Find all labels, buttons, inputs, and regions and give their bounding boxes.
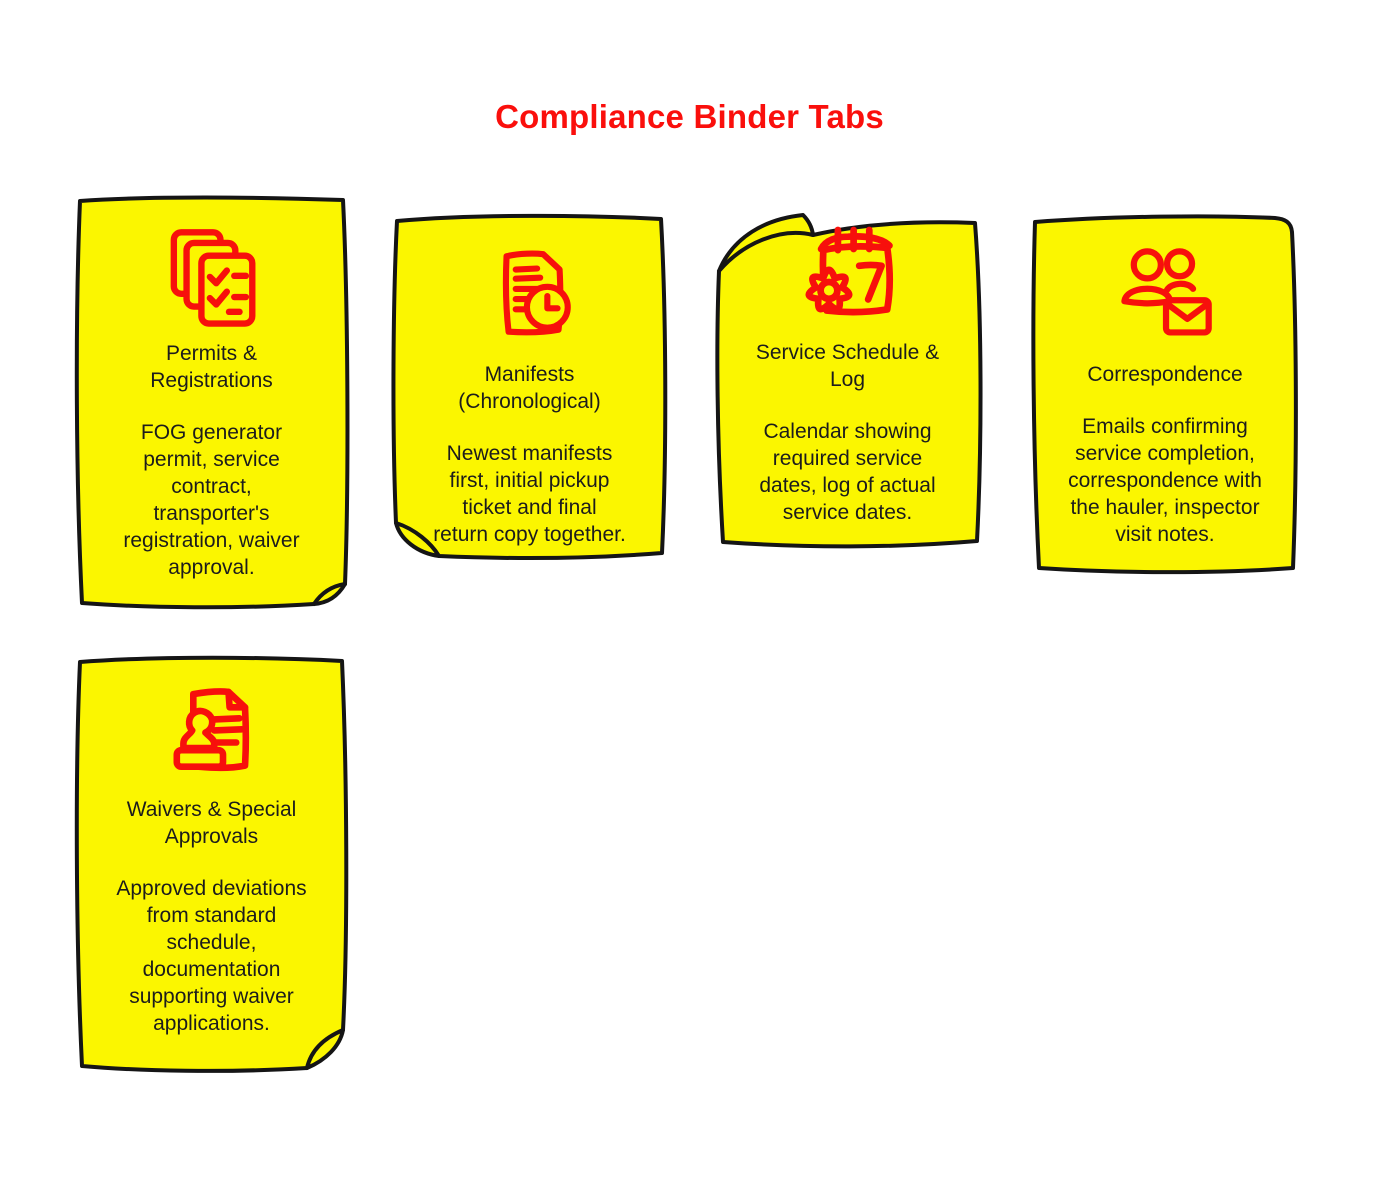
sticky-note-permits-registrations: Permits & Registrations FOG generator pe…: [68, 192, 355, 615]
sticky-note-shape: [715, 213, 983, 549]
note-title: Permits & Registrations: [150, 342, 273, 392]
note-body: FOG generator permit, service contract, …: [123, 421, 300, 579]
sticky-note-waivers-approvals: Waivers & Special Approvals Approved dev…: [68, 652, 355, 1078]
stamp-document-icon: [173, 688, 249, 772]
note-title: Waivers & Special Approvals: [126, 798, 297, 848]
calendar-gear-icon: [805, 226, 893, 316]
people-mail-icon: [1121, 248, 1212, 336]
sticky-note-shape: [74, 195, 350, 610]
sticky-note-shape: [1031, 214, 1298, 575]
sticky-note-service-schedule-log: Service Schedule & Log Calendar showing …: [705, 193, 990, 553]
sticky-note-correspondence: Correspondence Emails confirming service…: [1023, 210, 1307, 580]
note-body: Emails confirming service completion, co…: [1068, 415, 1262, 546]
note-body: Calendar showing required service dates,…: [759, 420, 936, 524]
note-body: Approved deviations from standard schedu…: [116, 877, 307, 1035]
note-body: Newest manifests first, initial pickup t…: [433, 442, 626, 546]
note-title: Service Schedule & Log: [755, 341, 940, 391]
sticky-note-shape: [74, 655, 349, 1073]
page-title: Compliance Binder Tabs: [495, 98, 884, 136]
document-clock-icon: [502, 250, 571, 336]
note-title: Correspondence: [1087, 363, 1243, 386]
note-title: Manifests (Chronological): [458, 363, 601, 413]
sticky-note-manifests: Manifests (Chronological) Newest manifes…: [387, 209, 672, 565]
sticky-note-shape: [391, 213, 668, 560]
documents-checklist-icon: [170, 229, 255, 327]
